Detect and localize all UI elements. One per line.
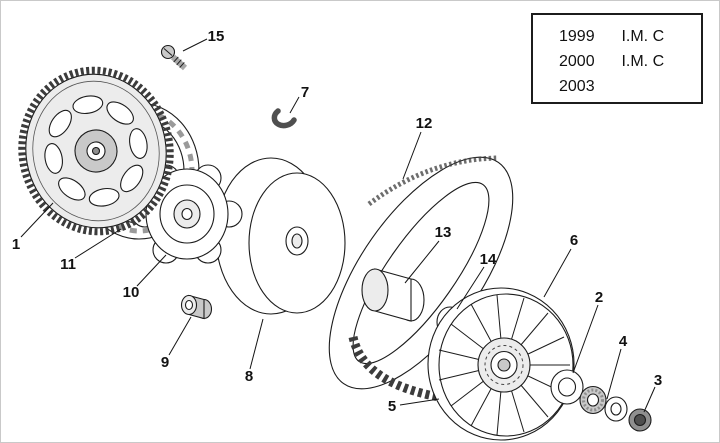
legend-year: 1999	[559, 28, 595, 45]
callout-label-3: 3	[654, 372, 662, 389]
leader-line	[404, 240, 440, 284]
leader-line	[289, 96, 300, 114]
callout-label-12: 12	[416, 115, 433, 132]
leader-line	[643, 386, 656, 413]
callout-label-6: 6	[570, 232, 578, 249]
legend-code: I.M. C	[621, 53, 665, 70]
legend-row: 2000 I.M. C	[559, 49, 701, 74]
callout-label-1: 1	[12, 236, 20, 253]
legend-year: 2000	[559, 53, 595, 70]
belt-teeth-top	[367, 155, 499, 207]
callout-label-13: 13	[435, 224, 452, 241]
callout-label-2: 2	[595, 289, 603, 306]
leader-line	[606, 348, 622, 400]
callout-label-7: 7	[301, 84, 309, 101]
leader-line	[249, 318, 264, 370]
legend-code: I.M. C	[621, 28, 665, 45]
callout-label-10: 10	[123, 284, 140, 301]
movable-drive-face	[215, 157, 346, 315]
model-year-legend: 1999 I.M. C 2000 I.M. C 2003	[531, 13, 703, 104]
fan-pulley	[427, 287, 575, 441]
callout-label-14: 14	[480, 251, 497, 268]
shaft-nut	[628, 408, 652, 432]
legend-row: 1999 I.M. C	[559, 24, 701, 49]
leader-line	[168, 316, 192, 356]
mount-bolt	[160, 44, 188, 71]
callout-label-5: 5	[388, 398, 396, 415]
spacer-washer	[550, 369, 584, 405]
leader-line	[543, 248, 572, 298]
chain-sprocket	[18, 66, 174, 236]
callout-label-4: 4	[619, 333, 628, 350]
belt-teeth-bottom	[348, 335, 440, 402]
leader-line	[182, 38, 208, 52]
fan-vanes	[438, 294, 570, 436]
shaft-hardware	[550, 369, 652, 432]
callout-label-15: 15	[208, 28, 225, 45]
leader-line	[136, 254, 167, 287]
legend-row: 2003	[559, 74, 701, 99]
drive-belt	[328, 155, 514, 402]
spacer-bushing	[180, 294, 213, 320]
leader-line	[74, 228, 122, 259]
callout-label-9: 9	[161, 354, 169, 371]
roller-pin	[361, 268, 425, 322]
leader-line	[20, 202, 54, 238]
lock-washer	[604, 396, 628, 422]
splined-bushing	[579, 385, 607, 415]
callout-labels: 1 2 3 4 5 6 7 8 9 10 11 12 13 14 15	[12, 28, 662, 415]
callout-label-11: 11	[60, 256, 76, 273]
leader-lines	[20, 38, 656, 413]
leader-line	[572, 304, 599, 374]
leader-line	[402, 131, 422, 180]
leader-line	[399, 398, 440, 406]
retaining-clip	[271, 108, 297, 129]
legend-year: 2003	[559, 78, 595, 95]
callout-label-8: 8	[245, 368, 253, 385]
leader-line	[456, 266, 485, 310]
